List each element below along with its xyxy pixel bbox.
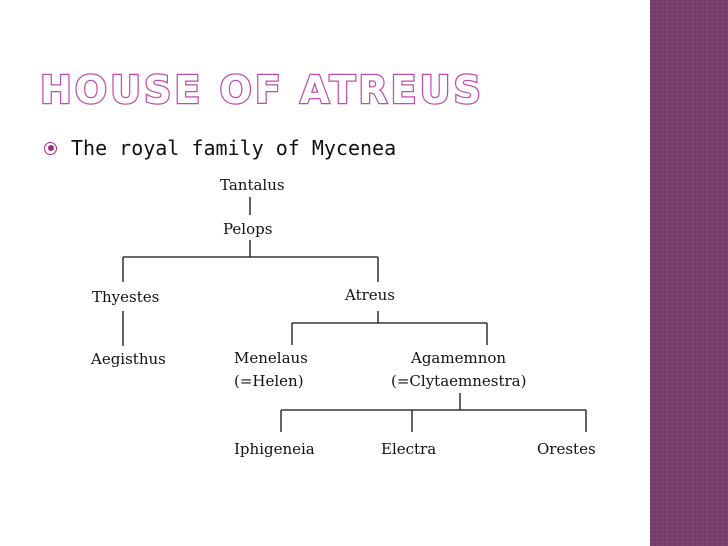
node-iphigeneia: Iphigeneia	[234, 440, 315, 458]
node-atreus: Atreus	[344, 286, 395, 304]
tree-connectors	[122, 197, 587, 432]
decorative-side-panel	[650, 0, 728, 546]
node-electra: Electra	[381, 440, 436, 458]
node-orestes: Orestes	[537, 440, 596, 458]
node-agamemnon: Agamemnon	[410, 349, 506, 367]
node-tantalus: Tantalus	[220, 176, 285, 194]
node-agamemnon-spouse: (=Clytaemnestra)	[391, 372, 526, 390]
node-thyestes: Thyestes	[92, 288, 159, 306]
node-pelops: Pelops	[223, 220, 272, 238]
node-aegisthus: Aegisthus	[90, 350, 166, 368]
circle-bullet-icon	[44, 141, 57, 155]
bullet-item: The royal family of Mycenea	[44, 136, 396, 160]
node-menelaus-spouse: (=Helen)	[234, 372, 304, 390]
node-menelaus: Menelaus	[234, 349, 308, 367]
bullet-text: The royal family of Mycenea	[71, 136, 397, 160]
slide-title: House of Atreus	[39, 68, 484, 112]
